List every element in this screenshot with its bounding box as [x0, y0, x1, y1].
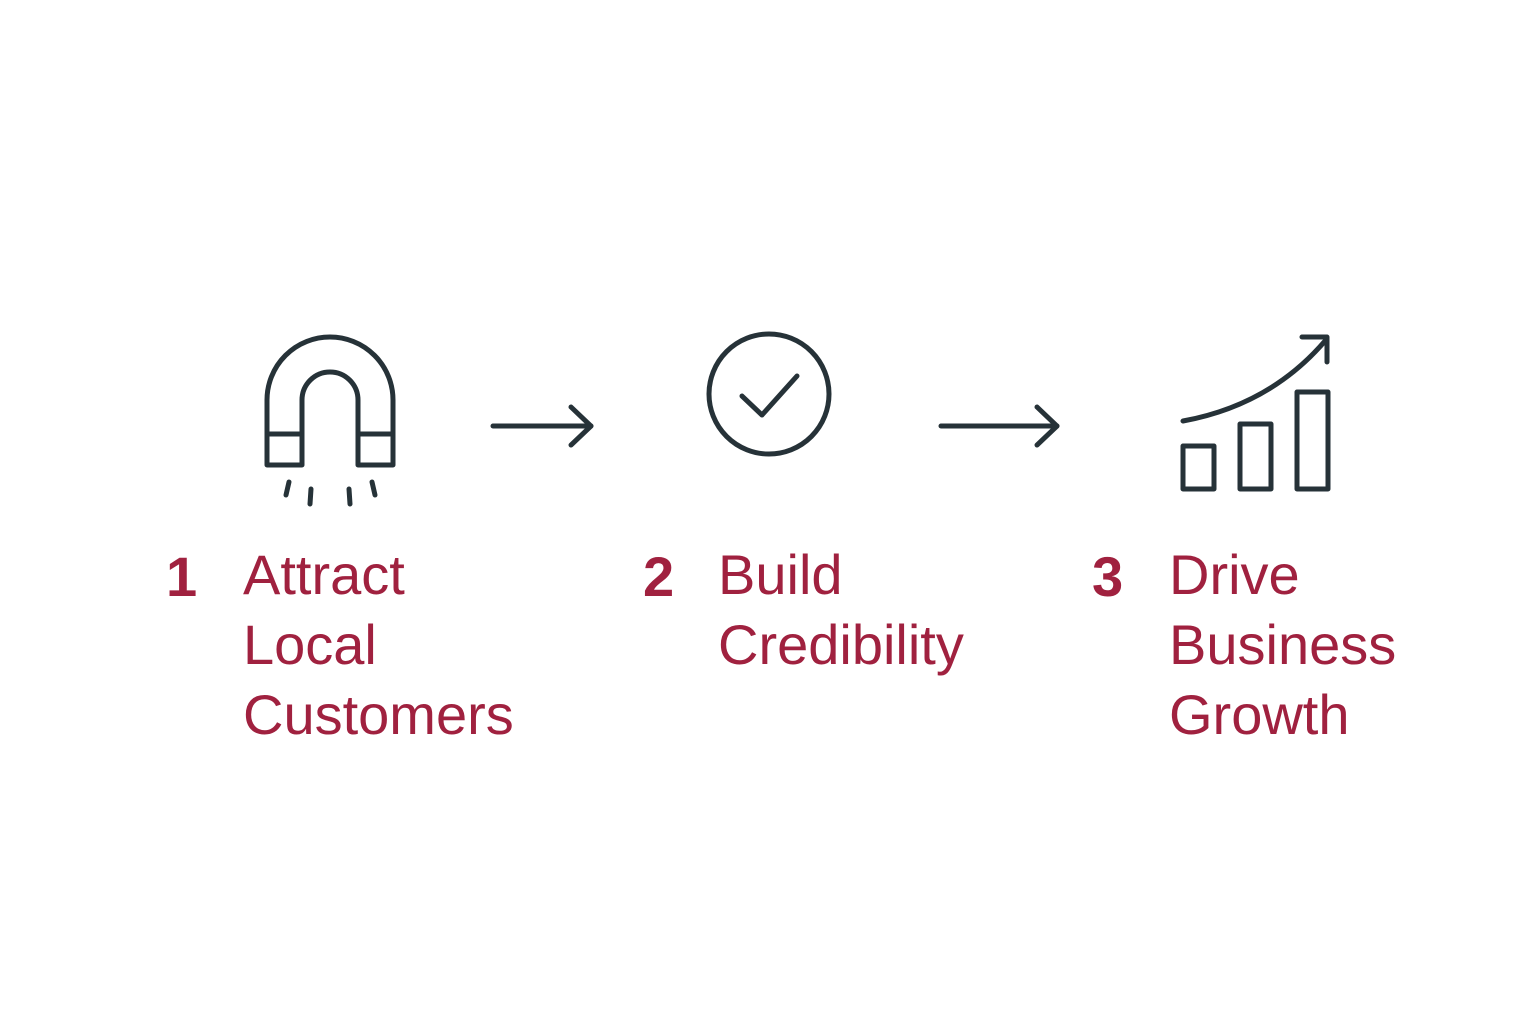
step-number: 2 [643, 545, 675, 608]
arrow-right-icon [488, 400, 600, 452]
step-label: Build Credibility [718, 543, 964, 676]
growth-chart-icon [1170, 325, 1345, 500]
step-label: Drive Business Growth [1169, 543, 1397, 746]
step-number: 3 [1092, 545, 1124, 608]
step-label: Attract Local Customers [243, 543, 514, 746]
magnet-icon [252, 320, 412, 520]
arrow-right-icon [936, 400, 1066, 452]
check-circle-icon [700, 326, 840, 466]
step-number: 1 [166, 545, 198, 608]
